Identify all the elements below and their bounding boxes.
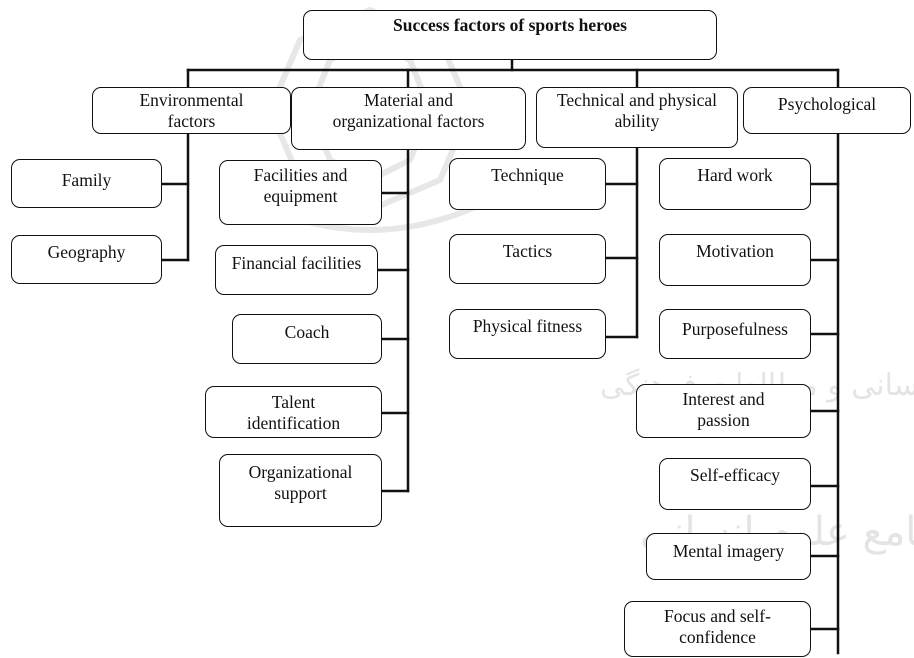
item-organizational-support-label: Organizational support [248, 462, 353, 503]
item-mental-imagery: Mental imagery [646, 533, 811, 580]
item-motivation-label: Motivation [696, 241, 774, 261]
item-tactics: Tactics [449, 234, 606, 284]
item-self-efficacy-label: Self-efficacy [689, 465, 781, 485]
item-family: Family [11, 159, 162, 208]
category-material-label: Material and organizational factors [332, 90, 485, 131]
item-focus-and-self-confidence: Focus and self- confidence [624, 601, 811, 657]
item-talent-identification: Talent identification [205, 386, 382, 438]
item-coach: Coach [232, 314, 382, 364]
diagram-title: Success factors of sports heroes [393, 15, 627, 35]
item-physical-fitness-label: Physical fitness [472, 316, 583, 336]
item-purposefulness-label: Purposefulness [682, 319, 788, 339]
item-physical-fitness: Physical fitness [449, 309, 606, 359]
item-family-label: Family [61, 170, 112, 190]
item-motivation: Motivation [659, 234, 811, 286]
item-financial-facilities-label: Financial facilities [231, 253, 362, 273]
item-financial-facilities: Financial facilities [215, 245, 378, 295]
item-organizational-support: Organizational support [219, 454, 382, 527]
item-technique-label: Technique [491, 165, 564, 185]
item-technique: Technique [449, 158, 606, 210]
category-psychological: Psychological [743, 87, 911, 134]
category-psychological-label: Psychological [777, 94, 877, 114]
item-purposefulness: Purposefulness [659, 309, 811, 359]
item-hard-work: Hard work [659, 158, 811, 210]
item-geography: Geography [11, 235, 162, 284]
category-environmental: Environmental factors [92, 87, 291, 134]
item-tactics-label: Tactics [502, 241, 553, 261]
item-mental-imagery-label: Mental imagery [672, 541, 785, 561]
item-interest-and-passion: Interest and passion [636, 384, 811, 438]
category-technical-label: Technical and physical ability [556, 90, 718, 131]
item-facilities-label: Facilities and equipment [253, 165, 348, 206]
item-hard-work-label: Hard work [697, 165, 773, 185]
item-interest-and-passion-label: Interest and passion [682, 389, 765, 430]
category-technical: Technical and physical ability [536, 87, 738, 148]
category-material: Material and organizational factors [291, 87, 526, 150]
item-facilities: Facilities and equipment [219, 160, 382, 225]
item-self-efficacy: Self-efficacy [659, 458, 811, 510]
item-talent-identification-label: Talent identification [246, 392, 341, 433]
diagram-title-box: Success factors of sports heroes [303, 10, 717, 60]
item-coach-label: Coach [284, 322, 330, 342]
item-focus-and-self-confidence-label: Focus and self- confidence [664, 606, 771, 647]
category-environmental-label: Environmental factors [139, 90, 244, 131]
item-geography-label: Geography [47, 242, 126, 262]
